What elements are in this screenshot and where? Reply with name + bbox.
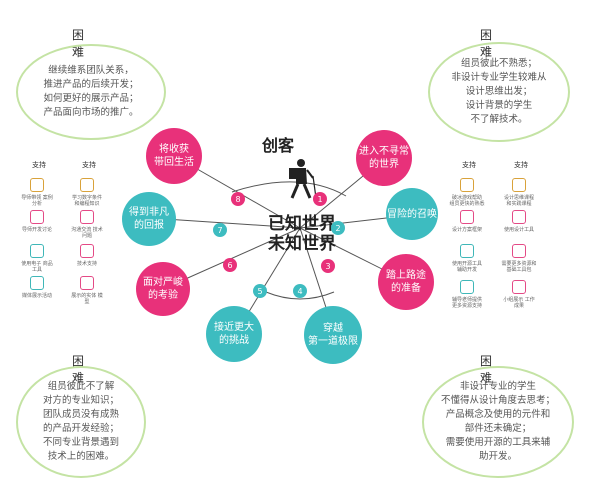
puzzle-icon xyxy=(460,178,474,192)
difficulty-line: 非设计专业的学生 xyxy=(459,381,536,392)
support-label: 设计方案框架 xyxy=(451,227,482,233)
difficulty-circle: 组员彼此不了解 对方的专业知识； 团队成员没有成熟 的产品开发经验； 不同专业背… xyxy=(16,366,146,478)
support-label: 技术支持 xyxy=(76,261,97,267)
stage-bubble-8: 将收获 带回生活 xyxy=(146,128,202,184)
support-label: 小组展示 工作成果 xyxy=(503,297,535,309)
stage-label: 得到非凡 xyxy=(129,207,169,218)
stage-label: 冒险的召唤 xyxy=(387,208,437,220)
support-label: 设计思维课程 和实践课程 xyxy=(503,195,534,207)
stage-label: 的考验 xyxy=(148,290,178,301)
center-main-line: 未知世界 xyxy=(268,234,336,254)
difficulty-line: 技术上的困难。 xyxy=(47,451,115,462)
stage-number-7: 7 xyxy=(213,223,227,237)
stage-number-5: 5 xyxy=(253,284,267,298)
stage-bubble-7: 得到非凡 的回报 xyxy=(122,192,176,246)
difficulty-line: 不了解技术。 xyxy=(470,114,528,125)
stage-label: 第一道极限 xyxy=(308,336,358,347)
support-label: 导师开发讨论 xyxy=(21,227,52,233)
support-label: 沟通交流 技术问题 xyxy=(71,227,103,239)
support-label: 导师带领 案例分析 xyxy=(21,195,53,207)
code-icon xyxy=(30,210,44,224)
difficulty-line: 组员彼此不熟悉； xyxy=(460,58,537,69)
stage-label: 面对严峻 xyxy=(143,277,183,288)
stage-number-4: 4 xyxy=(293,284,307,298)
stage-number-1: 1 xyxy=(313,192,327,206)
stage-bubble-4: 穿越 第一道极限 xyxy=(304,306,362,364)
stage-bubble-1: 进入不寻常 的世界 xyxy=(356,130,412,186)
board-icon xyxy=(30,244,44,258)
stage-label: 的准备 xyxy=(391,283,421,294)
phone-icon xyxy=(512,244,526,258)
stage-bubble-6: 面对严峻 的考验 xyxy=(136,262,190,316)
tools-icon xyxy=(80,244,94,258)
person-icon xyxy=(512,178,526,192)
difficulty-circle: 非设计专业的学生 不懂得从设计角度去思考； 产品概念及使用的元件和 部件还未确定… xyxy=(422,366,574,478)
difficulty-line: 设计背景的学生 xyxy=(465,100,533,111)
media-icon xyxy=(30,276,44,290)
stage-bubble-3: 踏上路途 的准备 xyxy=(378,254,434,310)
stage-label: 的回报 xyxy=(134,220,164,231)
difficulty-line: 组员彼此不了解 xyxy=(47,381,115,392)
stage-number-2: 2 xyxy=(331,221,345,235)
stage-bubble-2: 冒险的召唤 xyxy=(386,188,438,240)
difficulty-line: 的产品开发经验； xyxy=(42,423,119,434)
stage-bubble-5: 接近更大 的挑战 xyxy=(206,306,262,362)
difficulty-line: 产品面向市场的推广。 xyxy=(43,107,139,118)
stage-label: 带回生活 xyxy=(154,157,194,168)
stage-label: 穿越 xyxy=(323,323,343,334)
difficulty-line: 推进产品的后续开发； xyxy=(43,79,139,90)
difficulty-line: 继续维系团队关系， xyxy=(48,65,134,76)
support-label: 媒体展示活动 xyxy=(21,293,52,299)
support-label: 使用开源工具 辅助开发 xyxy=(451,261,482,273)
stage-label: 接近更大 xyxy=(214,322,254,333)
stage-label: 的世界 xyxy=(369,159,399,170)
pen-icon xyxy=(512,210,526,224)
support-label: 使用电子 商品工具 xyxy=(21,261,53,273)
difficulty-line: 不同专业背景遇到 xyxy=(42,437,119,448)
difficulty-circle: 继续维系团队关系， 推进产品的后续开发； 如何更好的展示产品； 产品面向市场的推… xyxy=(16,44,166,140)
stage-label: 将收获 xyxy=(159,144,189,155)
difficulty-line: 部件还未确定； xyxy=(464,423,532,434)
support-label: 破冰游戏帮助 组员更快的熟悉 xyxy=(449,195,485,207)
difficulty-line: 产品概念及使用的元件和 xyxy=(445,409,551,420)
support-title: 支持 xyxy=(514,161,528,169)
chat-icon xyxy=(80,210,94,224)
difficulty-line: 助开发。 xyxy=(478,451,517,462)
grid-icon xyxy=(460,210,474,224)
center-title: 创客 xyxy=(262,136,295,155)
stage-number-6: 6 xyxy=(223,258,237,272)
stage-number-3: 3 xyxy=(321,259,335,273)
screen-icon xyxy=(460,280,474,294)
difficulty-circle: 组员彼此不熟悉； 非设计专业学生较难从 设计思维出发； 设计背景的学生 不了解技… xyxy=(428,42,570,142)
stage-label: 进入不寻常 xyxy=(359,146,409,157)
support-title: 支持 xyxy=(462,161,476,169)
difficulty-line: 对方的专业知识； xyxy=(42,395,119,406)
template-icon xyxy=(30,178,44,192)
difficulty-line: 不懂得从设计角度去思考； xyxy=(440,395,555,406)
support-label: 使用设计工具 xyxy=(503,227,534,233)
difficulty-line: 需要使用开源的工具来辅 xyxy=(445,437,551,448)
support-label: 学习数字条件 和编程知识 xyxy=(71,195,102,207)
center-main-text: 已知世界 未知世界 xyxy=(250,214,354,254)
presentation-icon xyxy=(512,280,526,294)
support-title: 支持 xyxy=(32,161,46,169)
support-label: 辅导老师提供 更多资源支持 xyxy=(451,297,482,309)
support-title: 支持 xyxy=(82,161,96,169)
difficulty-line: 团队成员没有成熟 xyxy=(42,409,119,420)
support-label: 展示的实体 模型 xyxy=(71,293,103,305)
gear-icon xyxy=(460,244,474,258)
difficulty-line: 非设计专业学生较难从 xyxy=(451,72,547,83)
model-icon xyxy=(80,276,94,290)
stage-number-8: 8 xyxy=(231,192,245,206)
difficulty-line: 设计思维出发； xyxy=(465,86,533,97)
stage-label: 的挑战 xyxy=(219,335,249,346)
device-icon xyxy=(80,178,94,192)
stage-label: 踏上路途 xyxy=(386,270,426,281)
difficulty-line: 如何更好的展示产品； xyxy=(43,93,139,104)
support-label: 需要更多资源和 基础工具包 xyxy=(501,261,537,273)
center-main-line: 已知世界 xyxy=(268,214,336,234)
